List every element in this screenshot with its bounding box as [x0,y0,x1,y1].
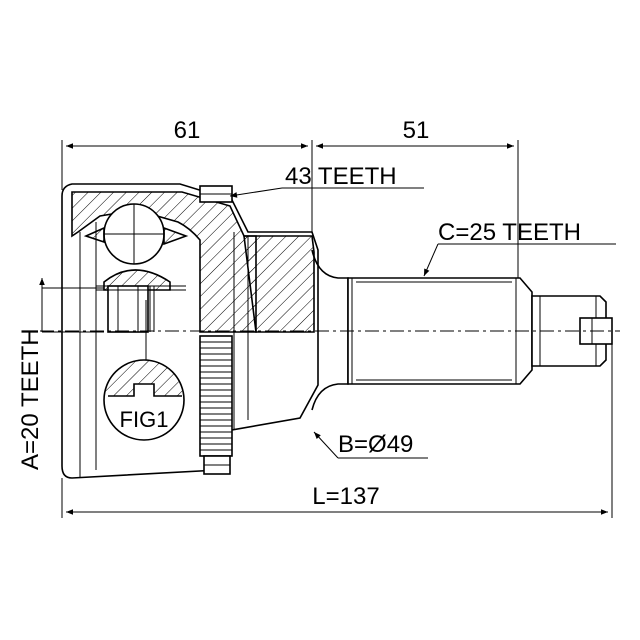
dimension-l-137: L=137 [61,344,613,518]
housing-section [71,191,257,333]
dimension-51: 51 [316,117,519,278]
inner-spline-bore [107,285,149,333]
dimension-61: 61 [61,117,313,232]
dimension-a-20-teeth: A=20 TEETH [17,278,104,470]
axle-shaft [311,249,613,411]
diameter-text: B=Ø49 [338,431,413,458]
teeth-43-text: 43 TEETH [285,163,397,190]
dim-61-text: 61 [174,117,201,144]
tip-nut [579,317,613,345]
ball-and-cage [83,203,189,333]
dim-51-text: 51 [403,117,430,144]
callout-43-teeth: 43 TEETH [229,163,424,198]
abs-tone-ring [199,335,233,475]
inner-race [103,269,171,291]
total-length-text: L=137 [312,483,379,510]
outer-housing [61,183,319,479]
hub-section [243,235,315,333]
teeth-a-text: A=20 TEETH [17,328,44,470]
fig1-label: FIG1 [120,407,169,432]
callout-c-25-teeth: C=25 TEETH [423,219,616,277]
teeth-c-text: C=25 TEETH [438,219,581,246]
outer-teeth-boss [199,185,233,203]
callout-b-diameter: B=Ø49 [313,431,428,459]
